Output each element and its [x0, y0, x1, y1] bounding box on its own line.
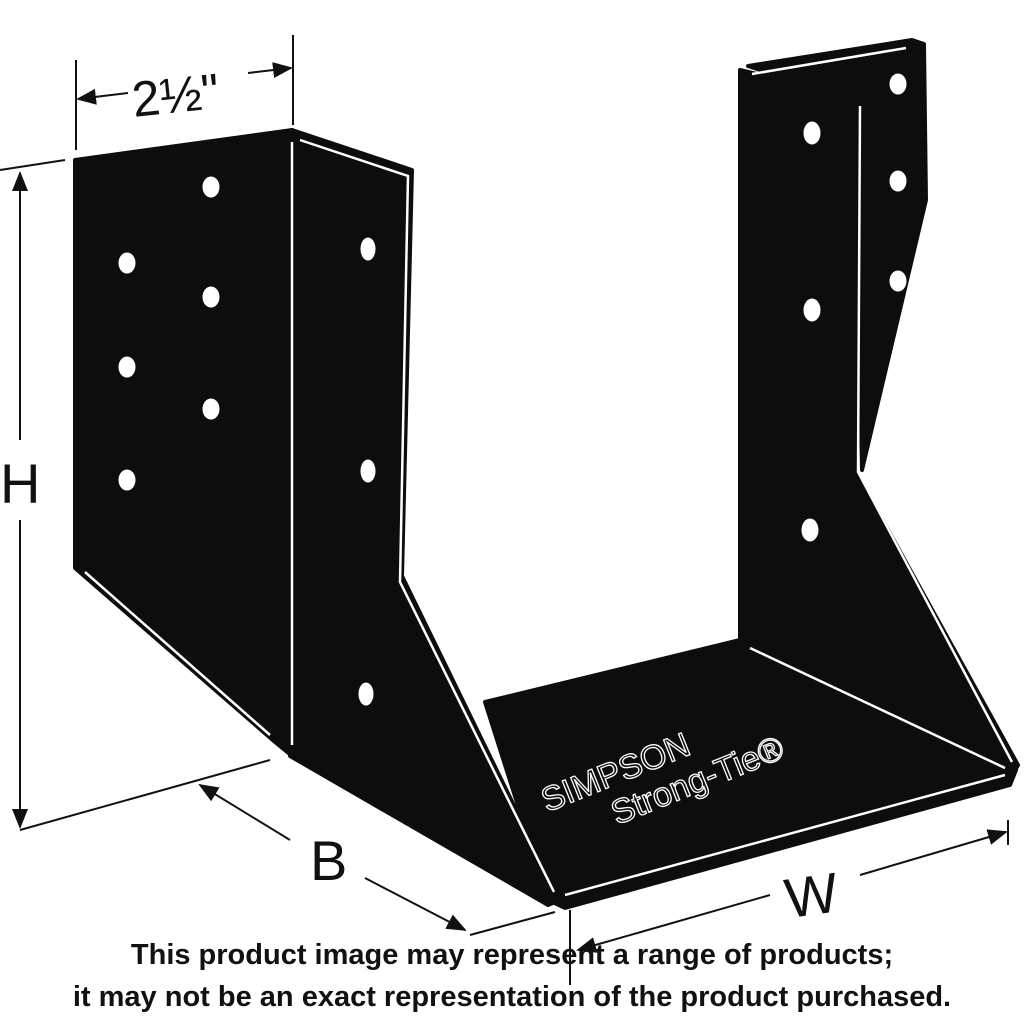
edge-highlights	[84, 46, 1014, 897]
disclaimer-line2: it may not be an exact representation of…	[72, 981, 952, 1013]
nail-holes	[117, 72, 908, 707]
hanger-body	[73, 38, 1020, 910]
depth-dimension-label: B	[310, 829, 347, 892]
left-flange	[73, 128, 294, 758]
dimension-lines	[0, 35, 1009, 985]
seat-width-dimension-label: W	[781, 860, 842, 930]
width-dimension-label: 2½"	[129, 63, 222, 128]
disclaimer-line1: This product image may represent a range…	[130, 939, 894, 971]
height-dimension-label: H	[0, 452, 40, 515]
